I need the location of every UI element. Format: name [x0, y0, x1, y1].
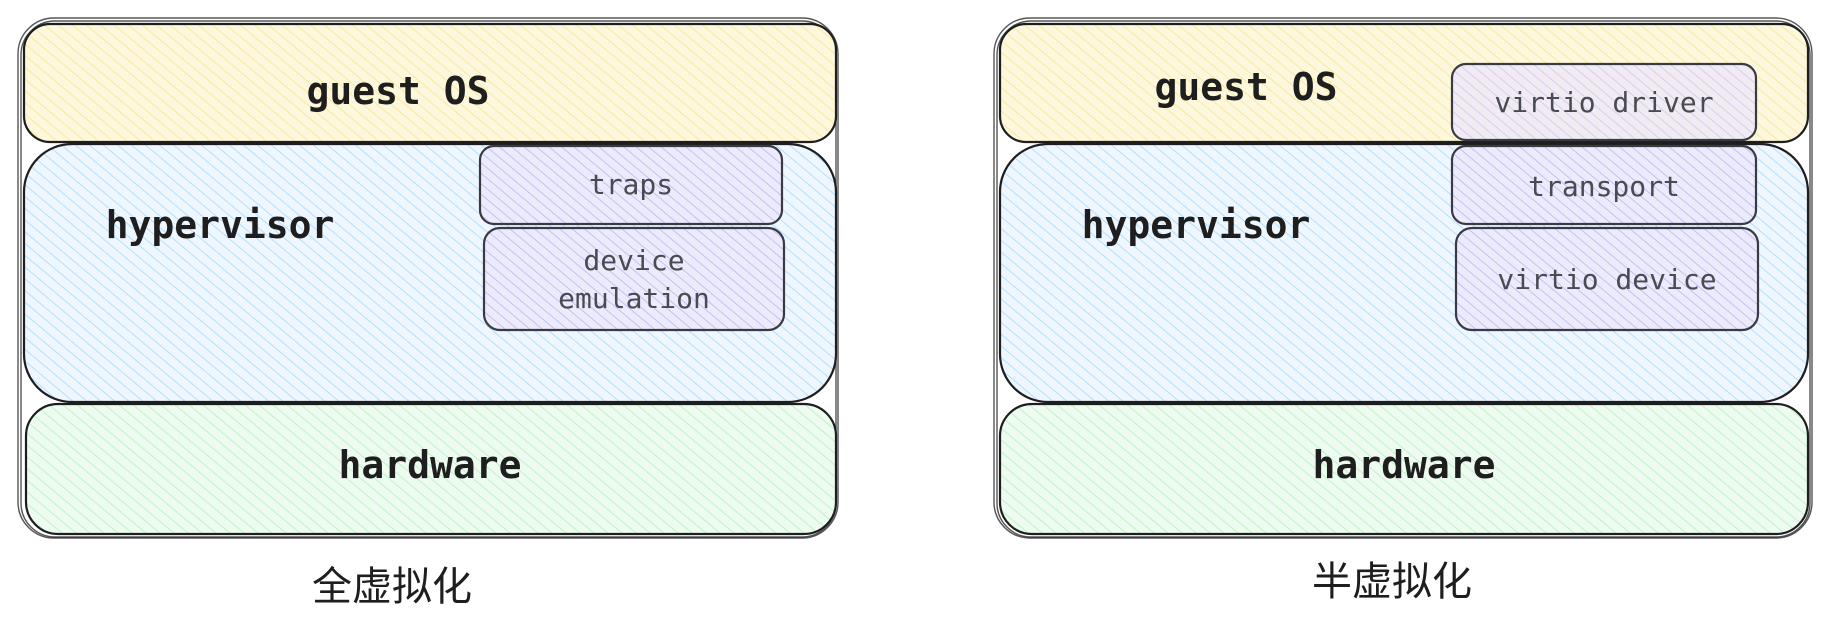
- component-traps: traps: [478, 144, 784, 226]
- guest-os-label: guest OS: [306, 69, 489, 113]
- panel-caption: 半虚拟化: [1312, 559, 1472, 605]
- component-label: transport: [1528, 170, 1680, 203]
- guest-os-layer: guest OS: [22, 22, 838, 144]
- panel-paravirtualization: guest OS virtio driver hypervisor transp…: [993, 17, 1813, 605]
- hypervisor-layer: hypervisor transport virtio device: [998, 142, 1810, 404]
- component-label-line-1: device: [583, 244, 684, 277]
- guest-os-label: guest OS: [1154, 65, 1337, 109]
- component-label: traps: [589, 168, 673, 201]
- panel-caption: 全虚拟化: [312, 564, 472, 610]
- component-device-emulation: device emulation: [482, 226, 786, 332]
- component-virtio-driver: virtio driver: [1450, 62, 1758, 142]
- hypervisor-label: hypervisor: [1082, 203, 1311, 247]
- panel-outer-frame: [993, 17, 1813, 539]
- panel-outer-frame-echo: [996, 20, 1811, 538]
- hardware-layer: hardware: [24, 402, 838, 536]
- guest-os-layer: guest OS virtio driver: [998, 22, 1810, 144]
- hardware-label: hardware: [1312, 443, 1495, 487]
- panel-outer-frame: [17, 17, 839, 539]
- hypervisor-layer: hypervisor traps device emulation: [22, 142, 838, 404]
- component-label: virtio device: [1497, 263, 1716, 296]
- hardware-label: hardware: [338, 443, 521, 487]
- component-label: virtio driver: [1494, 86, 1713, 119]
- hypervisor-label: hypervisor: [106, 203, 335, 247]
- hardware-layer: hardware: [998, 402, 1810, 536]
- component-label-line-2: emulation: [558, 282, 710, 315]
- component-transport: transport: [1450, 144, 1758, 226]
- component-virtio-device: virtio device: [1454, 226, 1760, 332]
- panel-full-virtualization: guest OS hypervisor traps device emulati…: [17, 17, 839, 610]
